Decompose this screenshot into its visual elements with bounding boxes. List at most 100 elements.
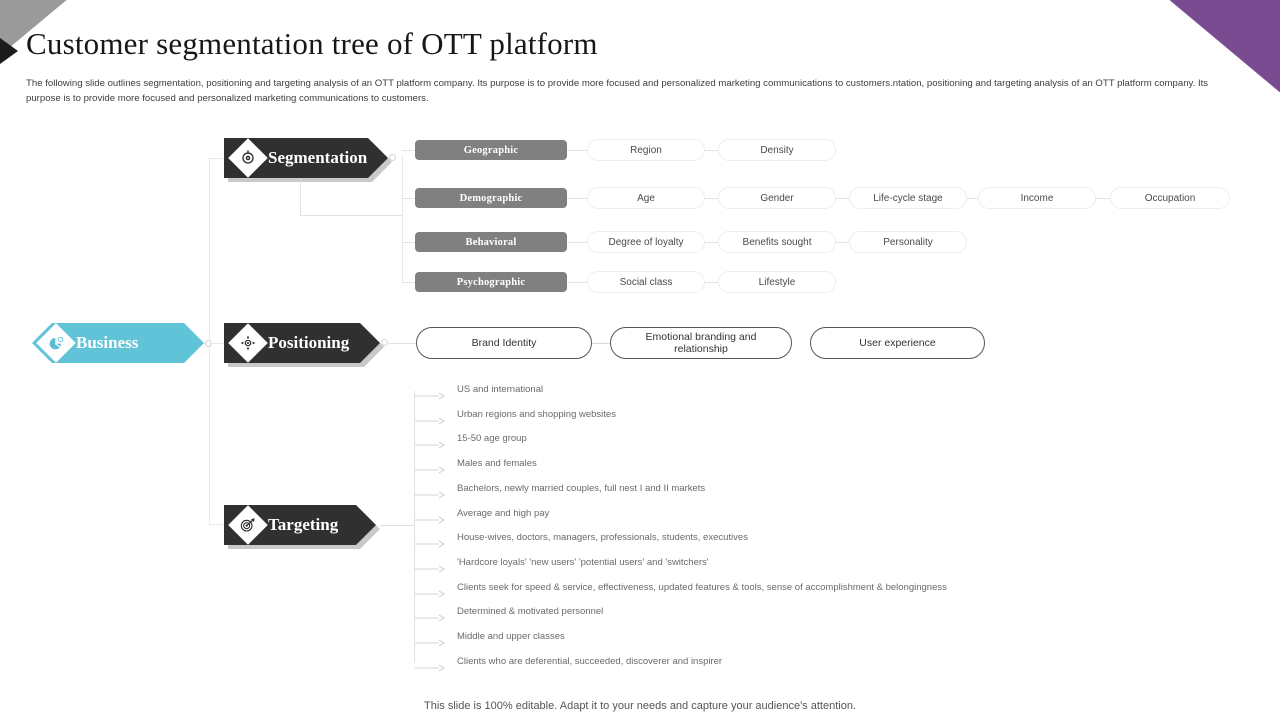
arrow-right-icon: [415, 560, 445, 573]
arrow-right-icon: [415, 387, 445, 400]
category-tick-geographic: [402, 150, 415, 151]
arrow-right-icon: [415, 486, 445, 499]
targeting-item-label: 'Hardcore loyals' 'new users' 'potential…: [457, 556, 709, 568]
category-label: Behavioral: [465, 236, 517, 248]
targeting-item-label: Middle and upper classes: [457, 631, 565, 642]
pie-chart-icon: [36, 323, 76, 363]
branch-label-targeting: Targeting: [268, 515, 339, 534]
arrow-right-icon: [415, 461, 445, 474]
category-psychographic[interactable]: Psychographic: [415, 272, 567, 292]
chip-density[interactable]: Density: [718, 139, 836, 161]
branch-stub-segmentation: [209, 158, 225, 159]
branch-node-segmentation[interactable]: Segmentation: [224, 138, 388, 178]
chip-label: Gender: [760, 192, 794, 204]
chip-link: [836, 198, 849, 199]
positioning-link-line: [389, 343, 416, 344]
chip-link: [567, 150, 587, 151]
bullseye-arrow-icon: [228, 505, 268, 545]
branch-stub-targeting: [209, 524, 225, 525]
chip-label: User experience: [859, 337, 936, 349]
chip-link: [592, 343, 610, 344]
targeting-link-line: [380, 525, 415, 526]
target-eye-icon: [228, 138, 268, 178]
chip-link: [705, 150, 718, 151]
chip-label: Region: [630, 144, 662, 156]
targeting-item-label: 15-50 age group: [457, 433, 527, 445]
branch-node-positioning[interactable]: Positioning: [224, 323, 380, 363]
chip-region[interactable]: Region: [587, 139, 705, 161]
footer-note: This slide is 100% editable. Adapt it to…: [424, 700, 856, 712]
branch-label-segmentation: Segmentation: [268, 148, 368, 167]
chip-personality[interactable]: Personality: [849, 231, 967, 253]
category-label: Demographic: [459, 192, 523, 204]
targeting-list-spine: [414, 391, 415, 663]
chip-lifestyle[interactable]: Lifestyle: [718, 271, 836, 293]
chip-benefits-sought[interactable]: Benefits sought: [718, 231, 836, 253]
chip-gender[interactable]: Gender: [718, 187, 836, 209]
chip-link: [705, 282, 718, 283]
chip-brand-identity[interactable]: Brand Identity: [416, 327, 592, 359]
arrow-right-icon: [415, 412, 445, 425]
root-node-label: Business: [76, 333, 139, 352]
chip-link: [967, 198, 980, 199]
targeting-item-label: Determined & motivated personnel: [457, 606, 604, 618]
arrow-right-icon: [415, 436, 445, 449]
category-tick-psychographic: [402, 282, 415, 283]
page-title: Customer segmentation tree of OTT platfo…: [26, 26, 598, 61]
arrow-right-icon: [415, 585, 445, 598]
chip-life-cycle-stage[interactable]: Life-cycle stage: [849, 187, 967, 209]
chip-label: Age: [637, 192, 655, 204]
segmentation-drop-line: [300, 179, 301, 215]
segmentation-bus-line: [300, 215, 402, 216]
chip-link: [567, 242, 587, 243]
chip-label: Income: [1020, 192, 1054, 204]
targeting-item-label: Urban regions and shopping websites: [457, 408, 616, 420]
targeting-item-label: US and international: [457, 384, 544, 395]
chip-link: [567, 198, 587, 199]
chip-degree-of-loyalty[interactable]: Degree of loyalty: [587, 231, 705, 253]
category-tick-demographic: [402, 198, 415, 199]
chip-label: Benefits sought: [742, 236, 812, 248]
category-behavioral[interactable]: Behavioral: [415, 232, 567, 252]
chip-link: [705, 242, 718, 243]
chip-label: Density: [760, 144, 794, 156]
arrow-right-icon: [415, 511, 445, 523]
positioning-out-dot: [381, 339, 388, 346]
chip-label: Degree of loyalty: [608, 236, 684, 248]
chip-label: Occupation: [1144, 192, 1196, 204]
chip-label: Brand Identity: [471, 337, 537, 349]
arrow-right-icon: [415, 659, 445, 672]
chip-label: Lifestyle: [758, 276, 796, 288]
targeting-item-label: House-wives, doctors, managers, professi…: [457, 532, 748, 544]
targeting-item-label: Bachelors, newly married couples, full n…: [457, 482, 706, 494]
chip-link: [836, 242, 849, 243]
category-geographic[interactable]: Geographic: [415, 140, 567, 160]
category-label: Psychographic: [456, 276, 526, 288]
chip-user-experience[interactable]: User experience: [810, 327, 985, 359]
branch-stub-positioning: [209, 343, 225, 344]
chip-label: Social class: [619, 276, 673, 288]
chip-age[interactable]: Age: [587, 187, 705, 209]
chip-label: Life-cycle stage: [873, 192, 943, 204]
targeting-item-label: Clients seek for speed & service, effect…: [457, 581, 947, 593]
chip-occupation[interactable]: Occupation: [1110, 187, 1230, 209]
targeting-item-label: Males and females: [457, 458, 537, 470]
segmentation-category-spine: [402, 156, 403, 284]
targeting-item-label: Average and high pay: [457, 507, 550, 519]
chip-social-class[interactable]: Social class: [587, 271, 705, 293]
title-marker-icon: [0, 38, 18, 64]
chip-label: Emotional branding and relationship: [645, 331, 757, 355]
page-subtitle: The following slide outlines segmentatio…: [26, 78, 1209, 104]
arrow-right-icon: [415, 634, 445, 647]
root-node-business[interactable]: Business: [32, 323, 204, 363]
chip-link: [705, 198, 718, 199]
chip-emotional-branding[interactable]: Emotional branding and relationship: [610, 327, 792, 359]
branch-node-targeting[interactable]: Targeting: [224, 505, 376, 545]
chip-link: [1096, 198, 1110, 199]
arrow-right-icon: [415, 609, 445, 622]
arrow-right-icon: [415, 535, 445, 548]
category-demographic[interactable]: Demographic: [415, 188, 567, 208]
targeting-item-label: Clients who are deferential, succeeded, …: [457, 655, 723, 667]
chip-income[interactable]: Income: [978, 187, 1096, 209]
